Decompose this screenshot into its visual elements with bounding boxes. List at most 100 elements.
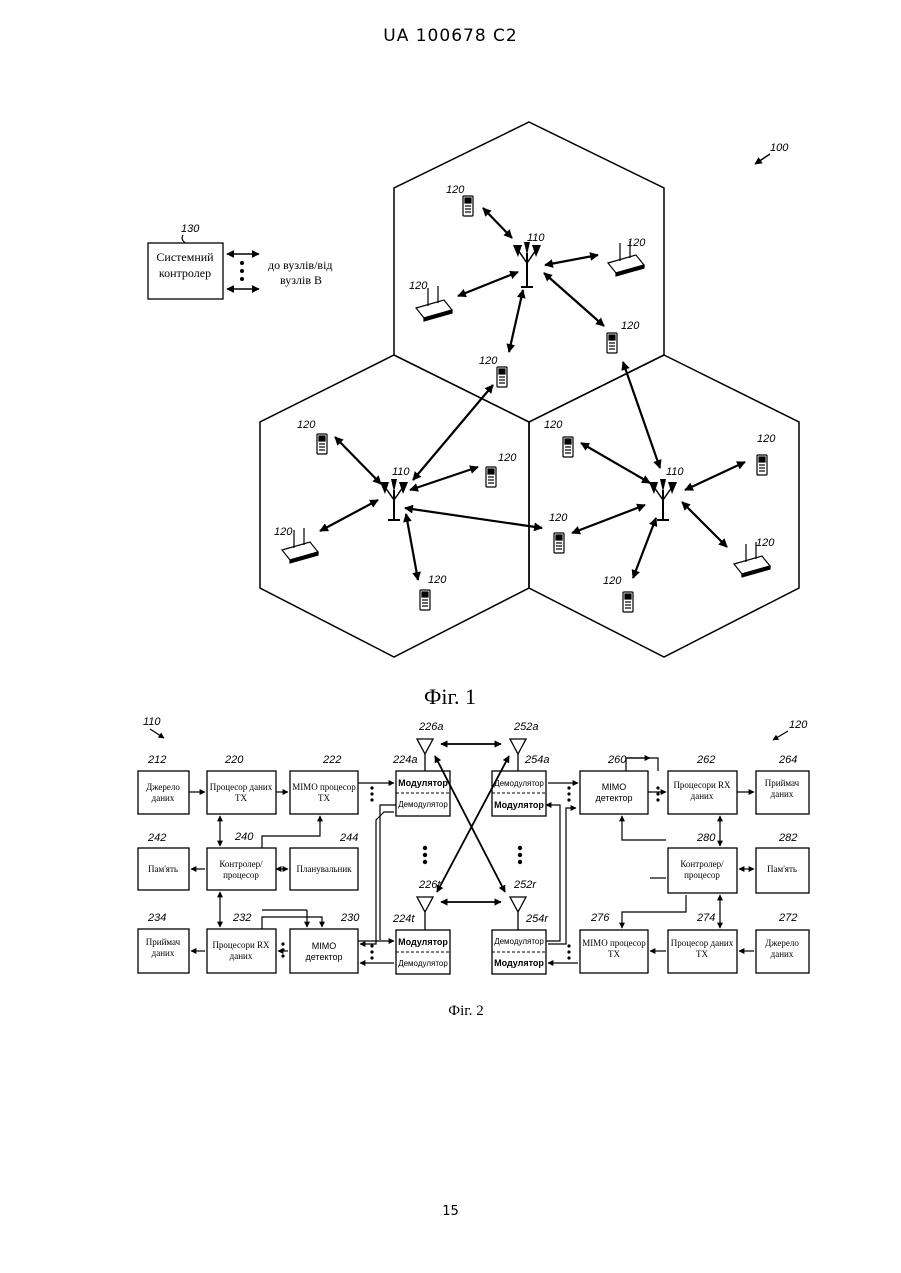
svg-text:120: 120 — [627, 237, 646, 249]
fig2-left-ref-arrow — [150, 729, 164, 738]
svg-text:Модулятор: Модулятор — [494, 800, 544, 810]
cell-hexagons — [260, 122, 799, 657]
figure-2-caption: Фіг. 2 — [448, 1003, 483, 1019]
svg-text:282: 282 — [778, 832, 797, 844]
svg-text:120: 120 — [603, 575, 622, 587]
svg-text:120: 120 — [756, 537, 775, 549]
svg-text:даних: даних — [771, 789, 794, 799]
to-nodes-line1: до вузлів/від — [268, 258, 333, 272]
phone-icon — [607, 333, 617, 353]
radio-links — [320, 208, 745, 580]
node-ref-top: 110 — [527, 232, 545, 244]
controller-label-line2: контролер — [159, 266, 211, 280]
block-mimo-tx-processor-276: 276 МІМО процесор ТХ — [580, 912, 648, 973]
svg-text:Процесор даних: Процесор даних — [671, 938, 734, 948]
svg-text:232: 232 — [232, 912, 251, 924]
svg-text:детектор: детектор — [595, 793, 632, 803]
svg-text:120: 120 — [446, 184, 465, 196]
svg-text:Пам'ять: Пам'ять — [767, 864, 797, 874]
block-rx-data-processors-232: 232 Процесори RX даних — [207, 912, 276, 973]
modem-254r: 254r Демодулятор Модулятор — [492, 913, 549, 974]
block-data-source-272: 272 Джерело даних — [756, 912, 809, 973]
svg-text:120: 120 — [757, 433, 776, 445]
controller-label-line1: Системний — [156, 250, 214, 264]
svg-text:230: 230 — [340, 912, 360, 924]
phone-icon — [463, 196, 473, 216]
base-station-left — [380, 479, 408, 520]
svg-text:234: 234 — [147, 912, 166, 924]
block-controller-processor-280: 280 Контролер/ процесор — [668, 832, 737, 893]
phone-icon — [317, 434, 327, 454]
svg-text:детектор: детектор — [305, 952, 342, 962]
svg-text:Модулятор: Модулятор — [398, 778, 448, 788]
svg-text:260: 260 — [607, 754, 627, 766]
modem-224a: 224a Модулятор Демодулятор — [392, 754, 450, 816]
svg-text:даних: даних — [152, 948, 175, 958]
svg-text:Приймач: Приймач — [146, 937, 181, 947]
svg-text:Модулятор: Модулятор — [398, 937, 448, 947]
fig2-right-ref: 120 — [789, 719, 808, 731]
svg-text:Демодулятор: Демодулятор — [494, 937, 544, 946]
svg-text:254r: 254r — [525, 913, 549, 925]
phone-icon — [486, 467, 496, 487]
node-ref-left: 110 — [392, 466, 410, 478]
block-data-sink-234: 234 Приймач даних — [138, 912, 189, 973]
svg-text:220: 220 — [224, 754, 244, 766]
svg-text:120: 120 — [409, 280, 428, 292]
block-mimo-detector-260: 260 МІМО детектор — [580, 754, 648, 814]
svg-text:222: 222 — [322, 754, 341, 766]
modem-254a: 254a Демодулятор Модулятор — [492, 754, 549, 816]
block-memory-282: 282 Пам'ять — [756, 832, 809, 893]
svg-text:даних: даних — [691, 791, 714, 801]
svg-text:ТХ: ТХ — [608, 949, 620, 959]
svg-text:Джерело: Джерело — [146, 782, 180, 792]
block-scheduler-244: 244 Планувальник — [290, 832, 358, 890]
figure-2: 110 120 212 Джерело даних 220 Процесор д… — [138, 716, 809, 1019]
system-ref-label: 100 — [770, 142, 789, 154]
svg-text:Контролер/: Контролер/ — [219, 859, 263, 869]
svg-text:276: 276 — [590, 912, 610, 924]
svg-text:120: 120 — [297, 419, 316, 431]
svg-text:224a: 224a — [392, 754, 417, 766]
svg-text:120: 120 — [479, 355, 498, 367]
svg-text:240: 240 — [234, 831, 254, 843]
svg-text:Демодулятор: Демодулятор — [494, 779, 544, 788]
node-ref-right: 110 — [666, 466, 684, 478]
svg-text:212: 212 — [147, 754, 166, 766]
block-tx-data-processor-274: 274 Процесор даних ТХ — [668, 912, 737, 973]
svg-text:274: 274 — [696, 912, 715, 924]
svg-text:даних: даних — [230, 951, 253, 961]
phone-icon — [420, 590, 430, 610]
block-rx-data-processors-262: 262 Процесори RX даних — [668, 754, 737, 814]
block-tx-data-processor-220: 220 Процесор даних ТХ — [207, 754, 276, 814]
fig2-left-ref: 110 — [143, 716, 161, 728]
modem-224t: 224t Модулятор Демодулятор — [392, 913, 450, 974]
figure-1-caption: Фіг. 1 — [424, 684, 476, 709]
svg-text:226a: 226a — [418, 721, 443, 733]
svg-text:120: 120 — [274, 526, 293, 538]
phone-icon — [563, 437, 573, 457]
svg-text:МІМО: МІМО — [312, 941, 337, 951]
svg-text:Демодулятор: Демодулятор — [398, 959, 448, 968]
svg-text:Процесор даних: Процесор даних — [210, 782, 273, 792]
svg-text:МІМО процесор: МІМО процесор — [292, 782, 356, 792]
svg-text:272: 272 — [778, 912, 797, 924]
phone-icon — [757, 455, 767, 475]
phone-icon — [554, 533, 564, 553]
svg-text:ТХ: ТХ — [696, 949, 708, 959]
block-mimo-detector-230: 230 МІМО детектор — [290, 912, 360, 973]
svg-text:Планувальник: Планувальник — [296, 864, 352, 874]
terminal-phones — [317, 196, 767, 612]
base-station-top — [513, 242, 541, 287]
svg-text:252a: 252a — [513, 721, 538, 733]
svg-text:Контролер/: Контролер/ — [680, 859, 724, 869]
svg-text:Модулятор: Модулятор — [494, 958, 544, 968]
controller-ellipsis — [240, 261, 244, 281]
svg-text:120: 120 — [428, 574, 447, 586]
svg-text:120: 120 — [549, 512, 568, 524]
block-tx-mimo-processor-222: 222 МІМО процесор ТХ — [290, 754, 358, 814]
svg-text:процесор: процесор — [223, 870, 259, 880]
fig2-right-ref-arrow — [773, 731, 788, 740]
svg-text:даних: даних — [771, 949, 794, 959]
